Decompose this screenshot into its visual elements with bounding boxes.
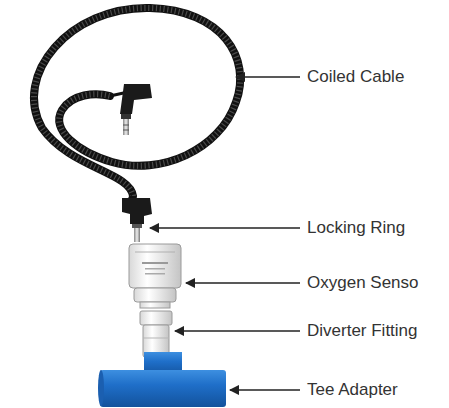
leader-arrows [150,77,300,390]
diverter-fitting [140,311,172,357]
coiled-cable [34,8,240,196]
oxygen-sensor [129,244,181,308]
part-label: Locking Ring [307,218,405,238]
part-label: Diverter Fitting [307,321,418,341]
part-label: Oxygen Senso [307,273,419,293]
part-label: Coiled Cable [307,67,404,87]
tee-adapter [98,352,226,407]
upper-plug [120,84,152,135]
lower-plug [122,196,152,242]
part-label: Tee Adapter [307,380,398,400]
